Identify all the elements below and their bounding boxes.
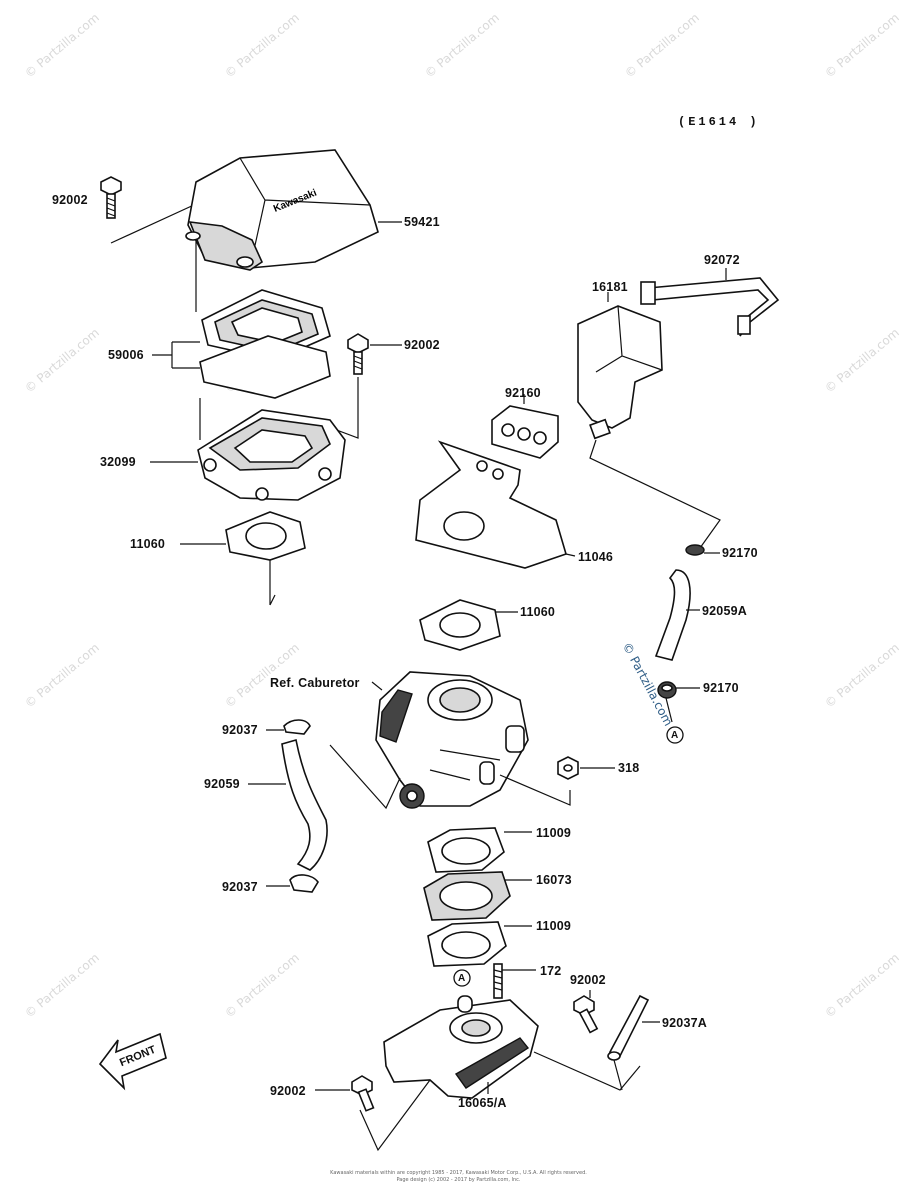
part-label-92170[interactable]: 92170 (703, 681, 739, 695)
part-label-92002[interactable]: 92002 (570, 973, 606, 987)
part-label-11009[interactable]: 11009 (536, 919, 572, 933)
copyright-line-1: Kawasaki materials within are copyright … (330, 1170, 587, 1176)
part-label-11060[interactable]: 11060 (520, 605, 556, 619)
callout-letter: A (671, 730, 679, 741)
part-label-92002[interactable]: 92002 (270, 1084, 306, 1098)
part-label-11009[interactable]: 11009 (536, 826, 572, 840)
bracket-11046 (415, 440, 567, 569)
bolt-92002-middle (347, 333, 369, 375)
gasket-11009-bottom (427, 921, 507, 967)
part-label-92037[interactable]: 92037 (222, 880, 258, 894)
gasket-11009-top (427, 827, 505, 873)
part-label-172[interactable]: 172 (540, 964, 562, 978)
part-label-16073[interactable]: 16073 (536, 873, 572, 887)
part-label-92037[interactable]: 92037 (222, 723, 258, 737)
bolt-92002-right (573, 995, 599, 1034)
part-label-59421[interactable]: 59421 (404, 215, 440, 229)
part-label-92072[interactable]: 92072 (704, 253, 740, 267)
air-box-case-32099 (197, 409, 346, 501)
clamp-92037A (607, 994, 650, 1061)
clamp-92037-bottom (289, 874, 319, 893)
gasket-11060-left (225, 511, 306, 561)
nut-318 (557, 756, 579, 780)
part-label-92002[interactable]: 92002 (404, 338, 440, 352)
part-label-11046[interactable]: 11046 (578, 550, 614, 564)
part-label-16181[interactable]: 16181 (592, 280, 628, 294)
part-label-16065A[interactable]: 16065/A (458, 1096, 507, 1110)
carburetor-reference (375, 671, 529, 809)
spacer-16073 (423, 871, 511, 921)
stud-172 (493, 963, 503, 999)
tube-92059 (281, 738, 328, 871)
bolt-92002-bottom (351, 1075, 375, 1112)
clamp-92170-bottom (657, 681, 677, 699)
part-label-318[interactable]: 318 (618, 761, 640, 775)
part-label-92059[interactable]: 92059 (204, 777, 240, 791)
tube-92059A (654, 569, 691, 661)
part-label-92037A[interactable]: 92037A (662, 1016, 707, 1030)
bolt-92002-top (100, 176, 122, 219)
part-label-92002[interactable]: 92002 (52, 193, 88, 207)
air-filter-59006 (199, 289, 331, 399)
clamp-92170-top (685, 544, 705, 556)
part-label-92170[interactable]: 92170 (722, 546, 758, 560)
front-arrow (98, 1032, 167, 1091)
intake-manifold-16065A (383, 995, 539, 1099)
part-label-11060[interactable]: 11060 (130, 537, 166, 551)
part-label-59006[interactable]: 59006 (108, 348, 144, 362)
callout-letter: A (458, 973, 466, 984)
damper-92160 (491, 405, 559, 459)
copyright-line-2: Page design (c) 2002 - 2017 by Partzilla… (396, 1177, 521, 1183)
air-box-cover-59421: Kawasaki (185, 149, 379, 271)
band-92072 (640, 277, 780, 337)
flame-arrester-box-16181 (577, 305, 663, 440)
clamp-92037-top (283, 719, 311, 735)
gasket-11060-right (419, 599, 501, 651)
part-label-92059A[interactable]: 92059A (702, 604, 747, 618)
part-label-ref-caburetor[interactable]: Ref. Caburetor (270, 676, 360, 690)
part-label-32099[interactable]: 32099 (100, 455, 136, 469)
diagram-code: (E1614 ) (678, 115, 760, 129)
part-label-92160[interactable]: 92160 (505, 386, 541, 400)
